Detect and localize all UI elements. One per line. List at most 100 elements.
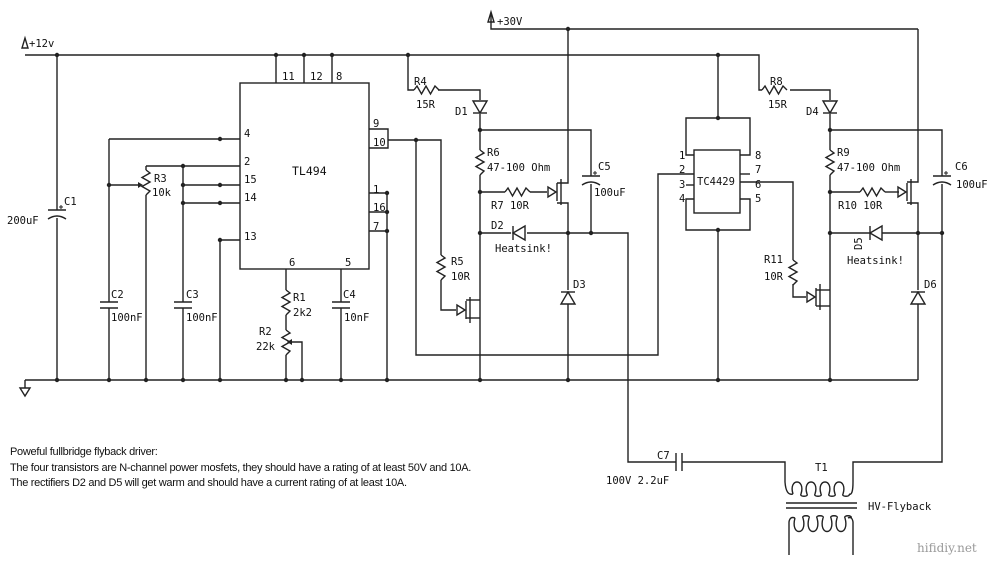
tc4429-ic	[693, 149, 741, 214]
t1-primary-winding	[784, 481, 854, 497]
r10-ref: R10	[838, 200, 857, 212]
d3-diode	[559, 290, 577, 305]
d2-heatsink-note: Heatsink!	[495, 243, 552, 255]
c1-ref: C1	[64, 196, 77, 208]
junction-dot	[384, 228, 390, 234]
junction-dot	[54, 52, 60, 58]
pin: 13	[244, 231, 257, 243]
t1-ref: T1	[815, 462, 828, 474]
junction-dot	[477, 377, 483, 383]
r2-value: 22k	[256, 341, 276, 353]
junction-dot	[106, 377, 112, 383]
junction-dot	[405, 52, 411, 58]
r3-potentiometer	[140, 169, 152, 196]
pin: 12	[310, 71, 323, 83]
d4-diode	[821, 100, 839, 115]
d1-diode	[471, 100, 489, 115]
wire	[907, 202, 919, 290]
wire	[790, 89, 831, 100]
r3-wiper-arrow-icon	[138, 182, 143, 188]
r11-value: 10R	[764, 271, 784, 283]
d6-ref: D6	[924, 279, 937, 291]
c1-capacitor-polarity-icon	[59, 205, 63, 209]
pin: 5	[345, 257, 351, 269]
r4-ref: R4	[414, 76, 427, 88]
rail-12v-label: +12v	[29, 38, 54, 50]
d4-ref: D4	[806, 106, 819, 118]
wire	[557, 29, 569, 184]
component-labels: C1 200uF C2 100nF C3 100nF C4 10nF C5 10…	[7, 76, 988, 513]
c6-capacitor-polarity-icon	[944, 171, 948, 175]
junction-dot	[217, 136, 223, 142]
r8-value: 15R	[768, 99, 788, 111]
junction-dot	[565, 26, 571, 32]
pin: 7	[755, 164, 761, 176]
junction-dot	[715, 115, 721, 121]
r5-value: 10R	[451, 271, 471, 283]
c4-value: 10nF	[344, 312, 369, 324]
c3-value: 100nF	[186, 312, 218, 324]
supply-12v-icon	[21, 35, 29, 49]
junction-dot	[54, 377, 60, 383]
note-line: Poweful fullbridge flyback driver:	[10, 446, 158, 458]
r10-resistor	[859, 186, 886, 198]
junction-dot	[217, 377, 223, 383]
r8-ref: R8	[770, 76, 783, 88]
pin: 5	[755, 193, 761, 205]
pin: 7	[373, 221, 379, 233]
r7-value: 10R	[510, 200, 530, 212]
tl494-label: TL494	[292, 164, 327, 178]
c5-ref: C5	[598, 161, 611, 173]
junction-dot	[827, 230, 833, 236]
q4-mosfet-gate-arrow	[806, 290, 817, 304]
c1-capacitor-plate	[47, 215, 67, 220]
r10-label: R10 10R	[838, 200, 883, 212]
r7-label: R7 10R	[491, 200, 530, 212]
junction-dot	[180, 163, 186, 169]
wire	[907, 29, 919, 183]
junction-dot	[565, 377, 571, 383]
wire	[527, 232, 676, 463]
c3-ref: C3	[186, 289, 199, 301]
rail-30v-label: +30V	[497, 16, 523, 28]
ground-icon	[18, 387, 32, 398]
pin: 9	[373, 118, 379, 130]
components	[18, 9, 952, 555]
r10-value: 10R	[863, 200, 883, 212]
d3-ref: D3	[573, 279, 586, 291]
junction-dot	[477, 230, 483, 236]
wire	[792, 284, 806, 298]
r1-resistor	[280, 289, 292, 316]
junction-dot	[106, 182, 112, 188]
pin: 6	[755, 179, 761, 191]
wires	[24, 14, 943, 482]
c2-value: 100nF	[111, 312, 143, 324]
q2-mosfet-gate-arrow	[456, 303, 467, 317]
pin: 6	[289, 257, 295, 269]
tc4429-label: TC4429	[697, 176, 735, 188]
r6-ref: R6	[487, 147, 500, 159]
pin: 3	[679, 179, 685, 191]
junction-dot	[143, 377, 149, 383]
wire	[440, 280, 456, 311]
r5-ref: R5	[451, 256, 464, 268]
r7-ref: R7	[491, 200, 504, 212]
c7-value: 100V 2.2uF	[606, 475, 669, 487]
q1-mosfet-gate-arrow	[547, 185, 558, 199]
pin: 14	[244, 192, 257, 204]
junction-dot	[299, 377, 305, 383]
c1-value: 200uF	[7, 215, 39, 227]
junction-dot	[715, 227, 721, 233]
junction-dot	[180, 182, 186, 188]
junction-dot	[301, 52, 307, 58]
c6-value: 100uF	[956, 179, 988, 191]
r1-ref: R1	[293, 292, 306, 304]
junction-dot	[338, 377, 344, 383]
junction-dot	[413, 137, 419, 143]
c5-capacitor-plate	[581, 181, 601, 186]
r8-resistor	[761, 84, 788, 96]
r3-value: 10k	[152, 187, 172, 199]
r9-value: 47-100 Ohm	[837, 162, 900, 174]
